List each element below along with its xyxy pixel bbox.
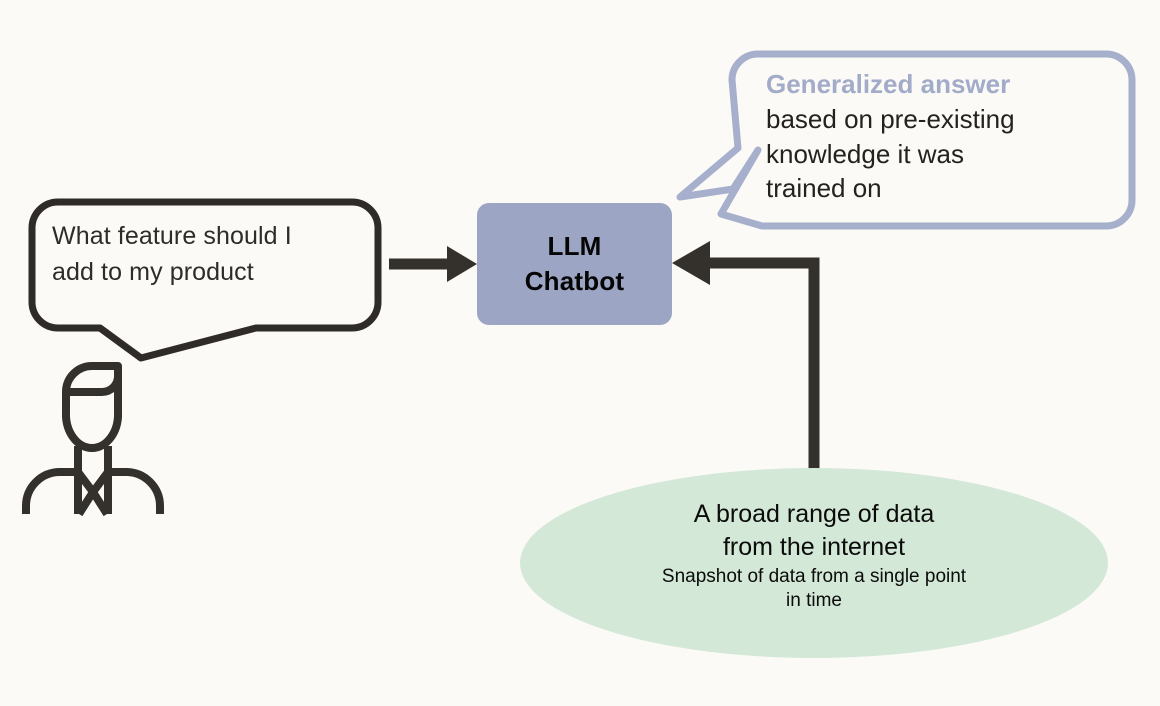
data-to-llm-arrow <box>672 241 820 490</box>
answer-bubble-heading: Generalized answer <box>766 69 1011 99</box>
data-source-title-line-1: A broad range of data <box>693 500 935 528</box>
answer-bubble-shape <box>676 50 1136 230</box>
user-question-bubble-shape <box>28 198 382 362</box>
business-person-icon <box>22 362 164 517</box>
answer-bubble-body-line-3: trained on <box>766 173 882 204</box>
data-source-subtitle-line-2: in time <box>786 590 842 612</box>
llm-node-line-2: Chatbot <box>524 266 625 296</box>
data-source-labels: A broad range of data from the internet … <box>560 498 1068 613</box>
data-source-ellipse[interactable] <box>520 468 1108 658</box>
user-question-line-2: add to my product <box>52 257 254 286</box>
answer-bubble-text: Generalized answer based on pre-existing… <box>766 67 1106 206</box>
answer-bubble-body-line-1: based on pre-existing <box>766 103 1015 134</box>
user-to-llm-arrow <box>389 246 477 282</box>
data-source-title-line-2: from the internet <box>722 532 906 561</box>
user-question-bubble-text: What feature should I add to my product <box>52 219 362 290</box>
answer-bubble-body-line-2: knowledge it was <box>766 138 964 169</box>
user-question-line-1: What feature should I <box>52 222 292 250</box>
llm-chatbot-node[interactable]: LLM Chatbot <box>477 203 672 325</box>
data-source-subtitle-line-1: Snapshot of data from a single point <box>661 566 967 587</box>
llm-node-line-1: LLM <box>547 231 602 262</box>
